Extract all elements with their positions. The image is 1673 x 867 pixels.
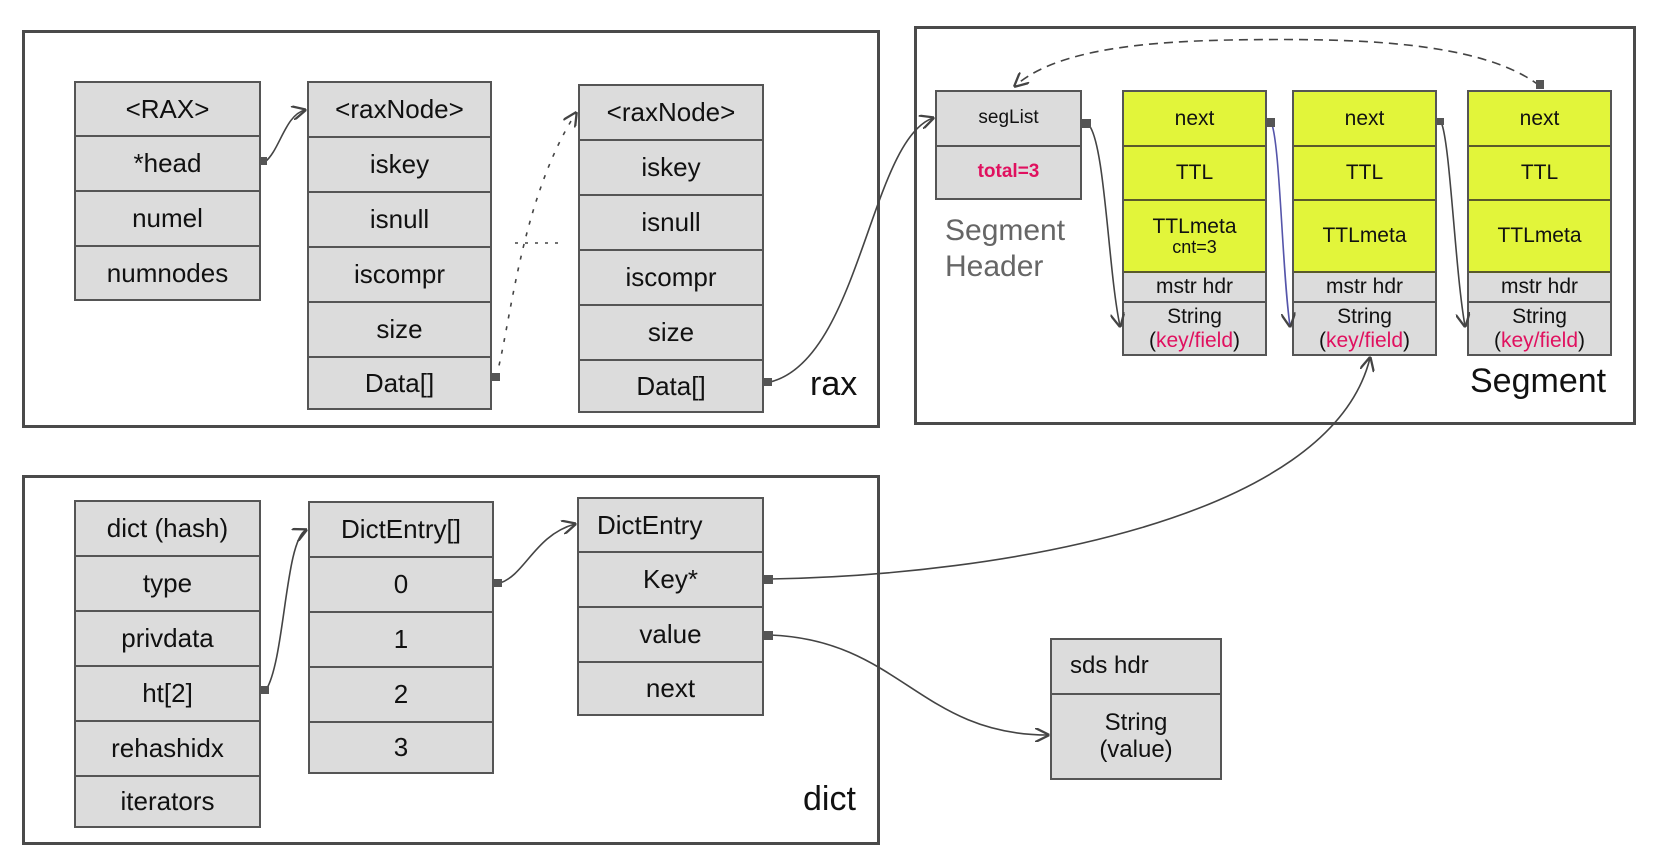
dict-field-iterators: iterators — [120, 786, 215, 817]
rax-node-2: <raxNode> iskey isnull iscompr size Data… — [578, 84, 764, 413]
segment-1-ttlmeta-count: cnt=3 — [1172, 236, 1217, 257]
segment-1-next: next — [1124, 92, 1265, 147]
rax-group-label: rax — [810, 365, 858, 403]
rax-field-numel: numel — [76, 192, 259, 247]
dict-entry-title: DictEntry — [579, 499, 762, 553]
dict-group-label: dict — [803, 780, 856, 818]
rax-node-1: <raxNode> iskey isnull iscompr size Data… — [307, 81, 492, 410]
segment-group-label: Segment — [1470, 362, 1607, 400]
dict-struct: dict (hash) type privdata ht[2] rehashid… — [74, 500, 261, 828]
segment-3-string-label: String — [1512, 305, 1567, 329]
rax-struct-title: <RAX> — [76, 83, 259, 137]
rax-node-2-isnull: isnull — [580, 196, 762, 251]
segment-2: next TTL TTLmeta mstr hdr String (key/fi… — [1292, 90, 1437, 356]
rax-node-2-size: size — [580, 306, 762, 361]
rax-node-1-size: size — [309, 303, 490, 358]
rax-node-2-data: Data[] — [636, 370, 706, 401]
segment-1-ttlmeta-label: TTLmeta — [1152, 214, 1237, 238]
seglist-field: segList — [937, 92, 1080, 147]
sds-string-label: String — [1104, 709, 1168, 737]
rax-node-1-data: Data[] — [364, 367, 435, 398]
segment-1-mstr-hdr: mstr hdr — [1124, 273, 1265, 303]
dict-entry: DictEntry Key* value next — [577, 497, 764, 716]
dict-field-type: type — [76, 557, 259, 612]
dict-entry-slot-2: 2 — [310, 668, 492, 723]
segment-1-string-label: String — [1167, 305, 1222, 329]
rax-field-numnodes: numnodes — [106, 257, 229, 288]
segment-1-string: String (key/field) — [1124, 303, 1265, 354]
rax-node-1-iskey: iskey — [309, 138, 490, 193]
segment-3-ttlmeta: TTLmeta — [1469, 201, 1610, 273]
sds-hdr: sds hdr — [1052, 640, 1220, 695]
rax-struct: <RAX> *head numel numnodes — [74, 81, 261, 301]
segment-header-caption-line1: Segment — [945, 214, 1066, 247]
segment-header: segList total=3 — [935, 90, 1082, 200]
segment-header-caption-line2: Header — [945, 250, 1044, 283]
dict-field-rehashidx: rehashidx — [76, 722, 259, 777]
rax-node-2-iskey: iskey — [580, 141, 762, 196]
rax-field-head: *head — [76, 137, 259, 192]
dict-entry-slot-1: 1 — [310, 613, 492, 668]
segment-3-next: next — [1469, 92, 1610, 147]
segment-3: next TTL TTLmeta mstr hdr String (key/fi… — [1467, 90, 1612, 356]
rax-node-2-iscompr: iscompr — [580, 251, 762, 306]
dict-entry-value: value — [579, 608, 762, 663]
segment-2-mstr-hdr: mstr hdr — [1294, 273, 1435, 303]
dict-struct-title: dict (hash) — [76, 502, 259, 557]
sds-struct: sds hdr String (value) — [1050, 638, 1222, 780]
dict-field-privdata: privdata — [76, 612, 259, 667]
total-field: total=3 — [977, 161, 1040, 183]
dict-entry-array: DictEntry[] 0 1 2 3 — [308, 501, 494, 774]
segment-1: next TTL TTLmeta cnt=3 mstr hdr String (… — [1122, 90, 1267, 356]
dict-entry-array-title: DictEntry[] — [310, 503, 492, 558]
segment-2-string: String (key/field) — [1294, 303, 1435, 354]
segment-3-ttl: TTL — [1469, 147, 1610, 201]
dict-entry-next: next — [645, 673, 696, 704]
dict-field-ht: ht[2] — [76, 667, 259, 722]
segment-header-caption: Segment Header — [945, 213, 1065, 285]
rax-node-2-title: <raxNode> — [580, 86, 762, 141]
segment-1-ttlmeta: TTLmeta cnt=3 — [1124, 201, 1265, 273]
segment-2-ttlmeta: TTLmeta — [1294, 201, 1435, 273]
dict-entry-key: Key* — [579, 553, 762, 608]
segment-2-string-label: String — [1337, 305, 1392, 329]
sds-string: String (value) — [1052, 695, 1220, 778]
rax-node-1-title: <raxNode> — [309, 83, 490, 138]
sds-string-value: (value) — [1099, 735, 1173, 763]
segment-3-key-field: (key/field) — [1493, 328, 1586, 352]
segment-2-ttl: TTL — [1294, 147, 1435, 201]
segment-1-key-field: (key/field) — [1148, 328, 1241, 352]
segment-2-next: next — [1294, 92, 1435, 147]
dict-entry-slot-3: 3 — [393, 732, 409, 763]
rax-node-1-isnull: isnull — [309, 193, 490, 248]
segment-1-ttl: TTL — [1124, 147, 1265, 201]
rax-node-1-iscompr: iscompr — [309, 248, 490, 303]
segment-3-mstr-hdr: mstr hdr — [1469, 273, 1610, 303]
dict-entry-slot-0: 0 — [310, 558, 492, 613]
segment-2-key-field: (key/field) — [1318, 328, 1411, 352]
segment-3-string: String (key/field) — [1469, 303, 1610, 354]
